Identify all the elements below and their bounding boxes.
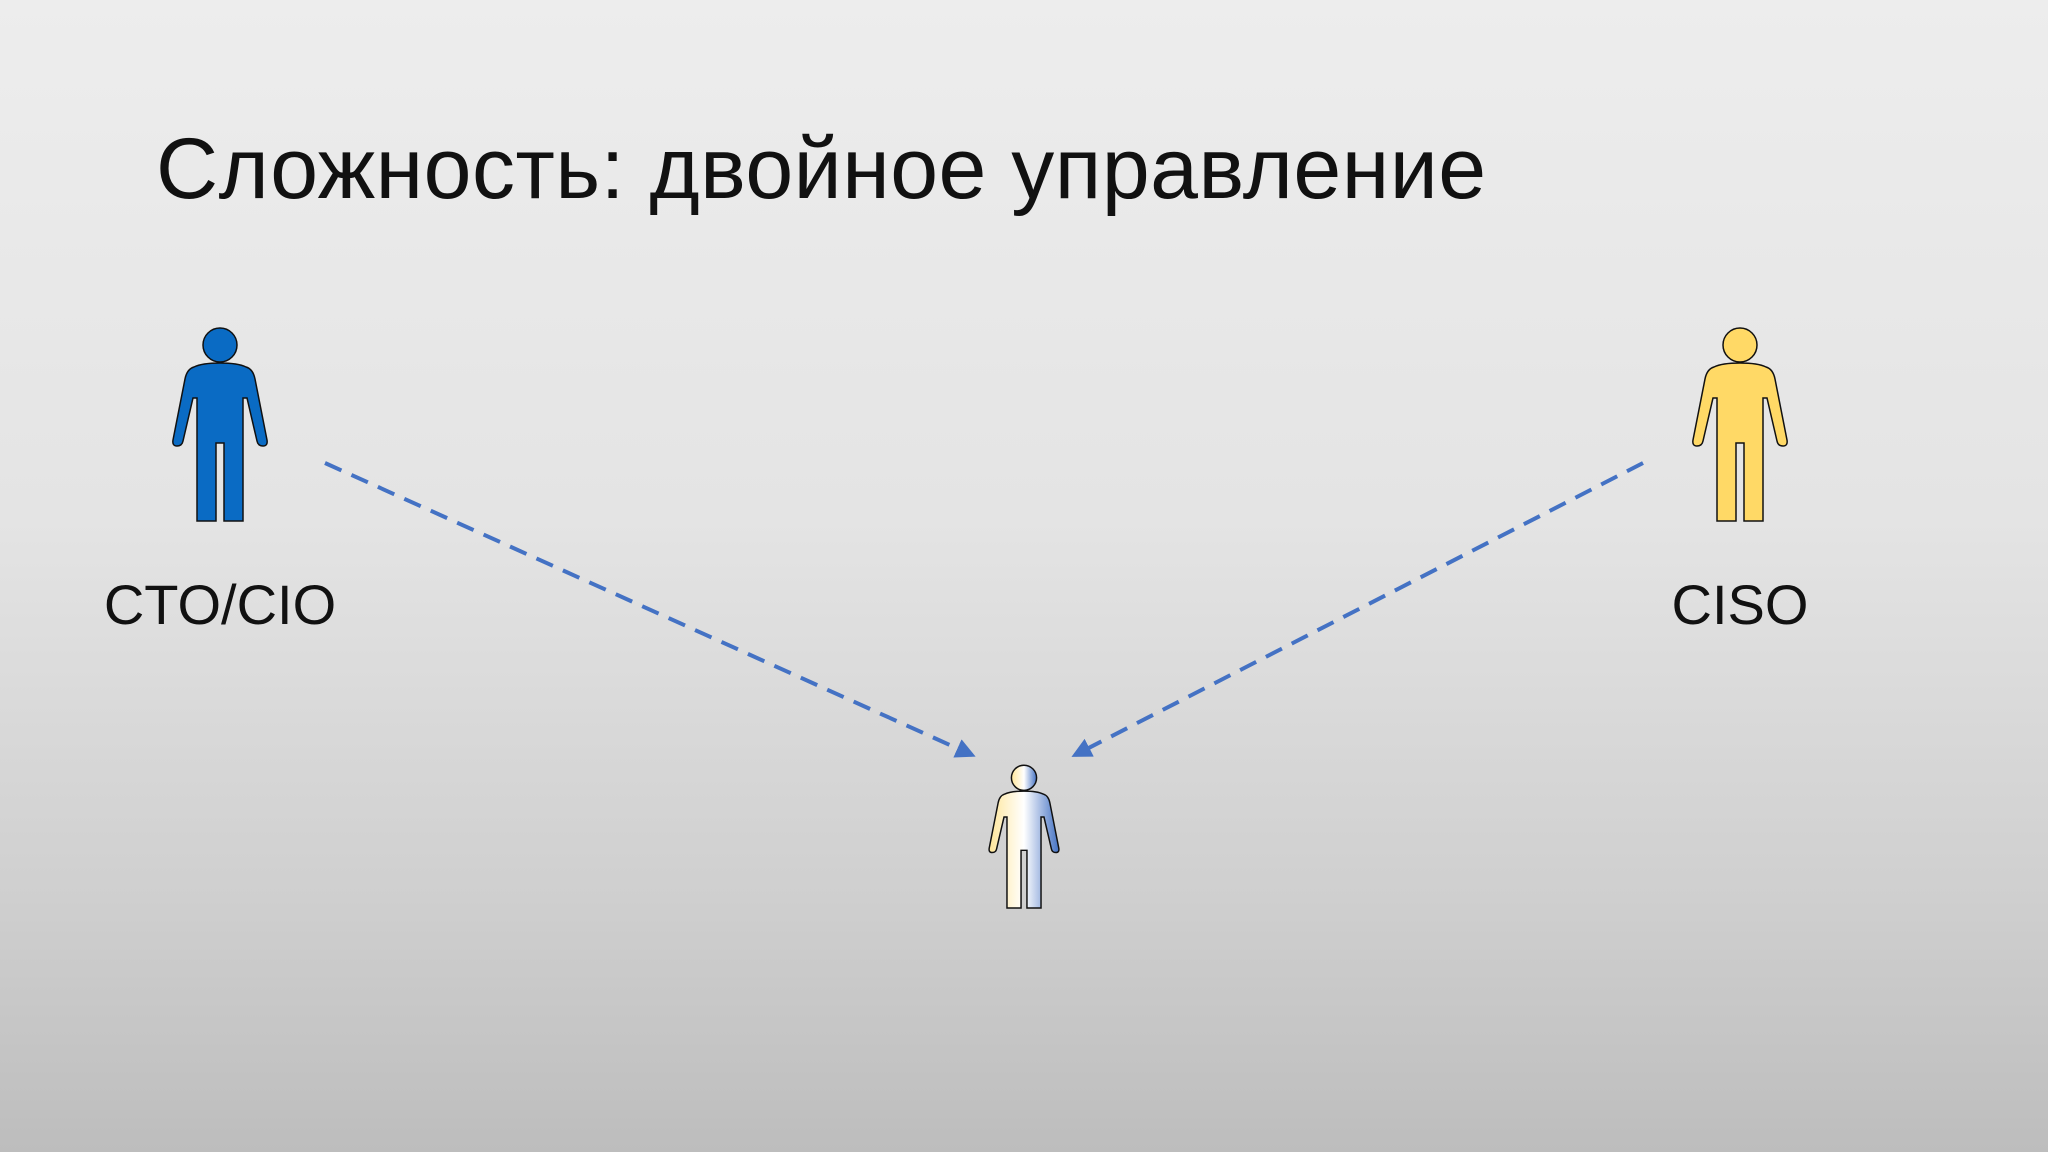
slide-title: Сложность: двойное управление <box>156 121 1487 217</box>
ciso-label: CISO <box>1671 573 1809 636</box>
cto-cio-person-icon <box>172 327 268 522</box>
ciso-person-icon <box>1692 327 1788 522</box>
subordinate-person-icon <box>988 764 1060 909</box>
arrow-ciso-to-subordinate <box>1071 461 1644 757</box>
arrow-cto-to-subordinate <box>324 461 976 758</box>
cto-cio-label: CTO/CIO <box>103 573 337 636</box>
